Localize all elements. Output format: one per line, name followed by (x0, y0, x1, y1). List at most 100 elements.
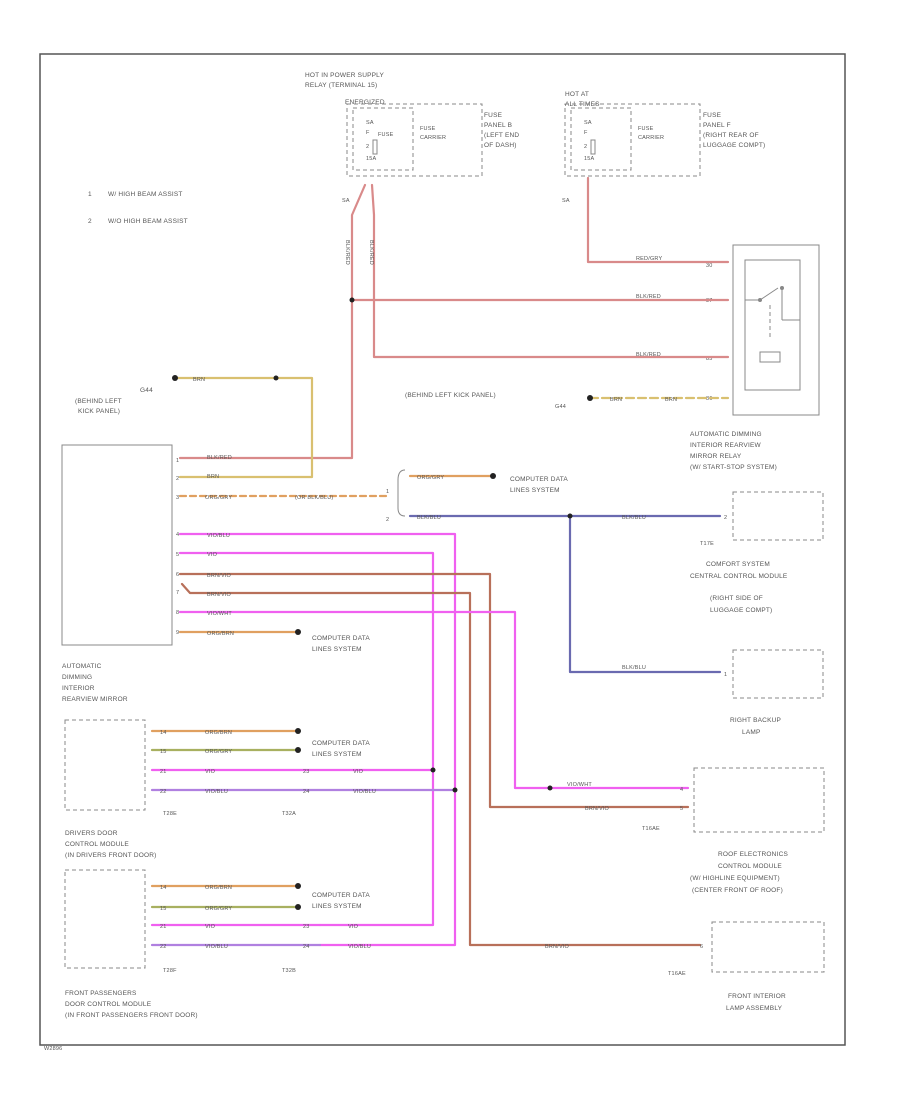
fp-label-vio-b: VIO (348, 924, 359, 930)
relay-label-1: AUTOMATIC DIMMING (690, 431, 762, 438)
fuse-carrier-left-2: CARRIER (420, 135, 446, 141)
mirror-pin-5: 5 (176, 552, 179, 558)
wire-label-blk-red-87: BLK/RED (636, 294, 661, 300)
wire-brn-g44-left (173, 376, 314, 479)
comfort-label-4: LUGGAGE COMPT) (710, 607, 772, 614)
relay-pin-30: 30 (706, 263, 713, 269)
roof-module: VIO/WHT BRN/VIO 4 5 T16AE ROOF ELECTRONI… (547, 767, 825, 894)
wire-label-mirror-blk-red: BLK/RED (207, 455, 232, 461)
fp-pin-d: 22 (160, 944, 167, 950)
wire-label-brn-vio-roof: BRN/VIO (585, 806, 610, 812)
comfort-module: 2 T17E COMFORT SYSTEM CENTRAL CONTROL MO… (690, 491, 824, 614)
dd-label-vio-blu: VIO/BLU (205, 789, 228, 795)
fp-label-1: FRONT PASSENGERS (65, 990, 137, 997)
roof-label-3: (W/ HIGHLINE EQUIPMENT) (690, 875, 780, 882)
cds2-line1: COMPUTER DATA (312, 635, 370, 642)
fuse-panel-f-3: (RIGHT REAR OF (703, 132, 759, 139)
cds3-line1: COMPUTER DATA (312, 740, 370, 747)
fuse-panel-f-2: PANEL F (703, 122, 731, 129)
connector-t28b: T28F (163, 968, 177, 974)
fuse-panel-b-1: FUSE (484, 112, 503, 119)
fuse-carrier-left-1: FUSE (420, 126, 436, 132)
split-bracket (397, 469, 406, 517)
fp-label-org-gry: ORG/GRY (205, 906, 232, 912)
connector-t32b: T32B (282, 968, 296, 974)
cds3-line2: LINES SYSTEM (312, 751, 362, 758)
sa-right-label: SA (584, 120, 592, 126)
legend-1-text: W/ HIGH BEAM ASSIST (108, 191, 183, 198)
wire-label-mirror-org-blu: (OR BLK/BLU) (295, 495, 333, 501)
fp-pin-a: 14 (160, 885, 167, 891)
fp-label-org-brn: ORG/BRN (205, 885, 232, 891)
cds4-line1: COMPUTER DATA (312, 892, 370, 899)
cds1-line1: COMPUTER DATA (510, 476, 568, 483)
wire-label-org-gry-cds: ORG/GRY (417, 475, 444, 481)
fp-label-vio-blu-b: VIO/BLU (348, 944, 371, 950)
hot-in-relay-line1: HOT IN POWER SUPPLY (305, 72, 385, 79)
dd-label-2: CONTROL MODULE (65, 841, 129, 848)
backup-pin: 1 (724, 672, 727, 678)
wire-label-vio-blu: VIO/BLU (207, 533, 230, 539)
comfort-label-2: CENTRAL CONTROL MODULE (690, 573, 788, 580)
diagram-frame (39, 53, 846, 1046)
dd-label-1: DRIVERS DOOR (65, 830, 118, 837)
fuse-right-pin: 2 (584, 144, 587, 150)
roof-label-4: (CENTER FRONT OF ROOF) (692, 887, 783, 894)
f-left-label: F (366, 130, 370, 136)
split-1: 1 (386, 489, 389, 495)
fuse-left-pin: 2 (366, 144, 369, 150)
mirror-pin-4: 4 (176, 532, 179, 538)
mirror-pin-6: 6 (176, 572, 179, 578)
splice-dot-icon (349, 297, 355, 303)
wire-label-blk-blu-backup: BLK/BLU (622, 665, 646, 671)
f-right-label: F (584, 130, 588, 136)
dd-label-3: (IN DRIVERS FRONT DOOR) (65, 852, 157, 859)
wire-label-brn-a: BRN (610, 397, 622, 403)
relay-coil-icon (759, 305, 781, 363)
connector-t16: T16AE (642, 826, 660, 832)
legend-1-num: 1 (88, 191, 92, 198)
cds1-line2: LINES SYSTEM (510, 487, 560, 494)
dd-label-vio-blu-b: VIO/BLU (353, 789, 376, 795)
ground-g44-right (587, 395, 593, 401)
wire-label-blk-blu: BLK/BLU (417, 515, 441, 521)
roof-label-1: ROOF ELECTRONICS (718, 851, 788, 858)
fuse-right-amp: 15A (584, 156, 595, 162)
front-lamp-label-2: LAMP ASSEMBLY (726, 1005, 783, 1012)
fp-label-2: DOOR CONTROL MODULE (65, 1001, 152, 1008)
dd-pin-b: 15 (160, 749, 167, 755)
fp-pin-b: 15 (160, 906, 167, 912)
fp-label-vio: VIO (205, 924, 216, 930)
diagram-code: W2896 (44, 1046, 62, 1052)
fuse-panel-f-1: FUSE (703, 112, 722, 119)
relay-pin-85: 85 (706, 356, 713, 362)
roof-pin-b: 5 (680, 806, 683, 812)
fuse-left-amp: 15A (366, 156, 377, 162)
fuse-left-word: FUSE (378, 132, 394, 138)
left-fuse-block: HOT IN POWER SUPPLY RELAY (TERMINAL 15) … (305, 72, 519, 204)
cds2-line2: LINES SYSTEM (312, 646, 362, 653)
hot-at-line1: HOT AT (565, 91, 589, 98)
mirror-pin-2: 2 (176, 476, 179, 482)
wire-label-blk-red-1: BLK/RED (344, 240, 350, 265)
sa-left-label: SA (366, 120, 374, 126)
wire-label-mirror-org-gry: ORG/GRY (205, 495, 232, 501)
dd-pin-a: 14 (160, 730, 167, 736)
legend: 1 W/ HIGH BEAM ASSIST 2 W/O HIGH BEAM AS… (88, 191, 188, 225)
backup-label-1: RIGHT BACKUP (730, 717, 781, 724)
wire-red-gry-top (586, 176, 730, 264)
fp-pin-f: 24 (303, 944, 310, 950)
splice-dot-icon (273, 375, 279, 381)
g44-left-id: G44 (140, 387, 153, 394)
passenger-door-module: 14 15 21 22 ORG/BRN ORG/GRY VIO VIO/BLU … (64, 869, 371, 1019)
fuse-carrier-right-1: FUSE (638, 126, 654, 132)
wire-label-red-gry: RED/GRY (636, 256, 662, 262)
g44-left-label-2: KICK PANEL) (78, 408, 120, 415)
connector-t16b: T16AE (668, 971, 686, 977)
mirror-pin-8: 8 (176, 610, 179, 616)
fuse-panel-f-4: LUGGAGE COMPT) (703, 142, 765, 149)
dd-pin-e: 23 (303, 769, 310, 775)
dd-pin-f: 24 (303, 789, 310, 795)
wire-label-vio-wht-roof: VIO/WHT (567, 782, 592, 788)
